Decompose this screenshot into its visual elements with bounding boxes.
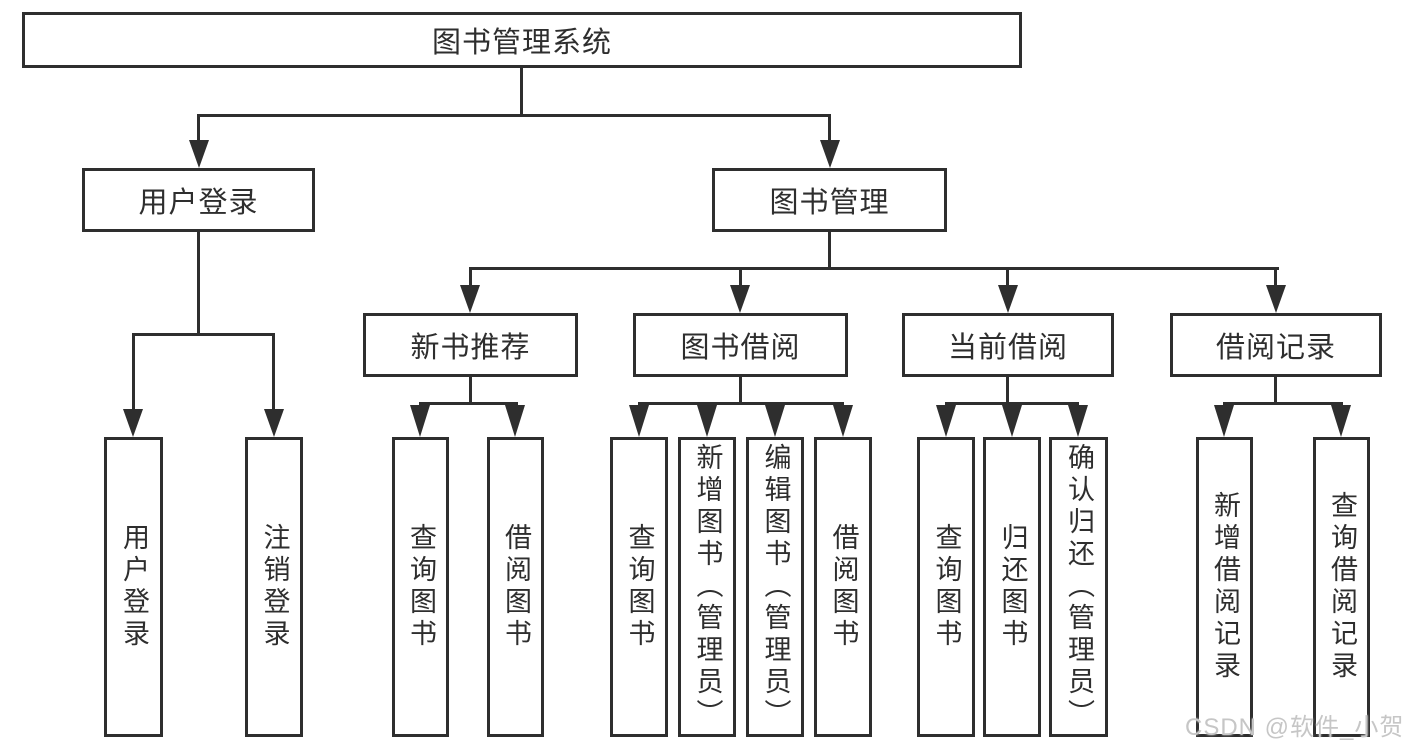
- arrow-down-icon: [697, 405, 717, 437]
- connector-line: [469, 377, 472, 404]
- leaf-add-borrow-record: 新增借阅记录: [1196, 437, 1253, 737]
- connector-line: [1223, 402, 1343, 405]
- leaf-label: 用户登录: [119, 523, 149, 651]
- connector-line: [197, 232, 200, 336]
- node-current-borrowing: 当前借阅: [902, 313, 1114, 377]
- arrow-down-icon: [730, 285, 750, 313]
- leaf-borrow-books-recommend: 借阅图书: [487, 437, 544, 737]
- leaf-confirm-return-admin: 确认归还（管理员）: [1049, 437, 1108, 737]
- arrow-down-icon: [505, 405, 525, 437]
- connector-line: [197, 114, 831, 117]
- leaf-return-books: 归还图书: [983, 437, 1041, 737]
- connector-line: [739, 377, 742, 404]
- arrow-down-icon: [820, 140, 840, 168]
- node-book-management-branch: 图书管理: [712, 168, 947, 232]
- connector-line: [197, 114, 200, 142]
- watermark-text: CSDN @软件_小贺同学: [1185, 714, 1405, 741]
- connector-line: [132, 333, 135, 411]
- leaf-query-borrow-record: 查询借阅记录: [1313, 437, 1370, 737]
- connector-line: [739, 267, 742, 287]
- connector-line: [1006, 377, 1009, 404]
- leaf-label: 新增图书（管理员）: [692, 443, 723, 731]
- leaf-borrow-books-borrowing: 借阅图书: [814, 437, 872, 737]
- leaf-label: 编辑图书（管理员）: [760, 443, 791, 731]
- leaf-label: 查询图书: [624, 523, 655, 651]
- connector-line: [133, 333, 275, 336]
- arrow-down-icon: [998, 285, 1018, 313]
- arrow-down-icon: [123, 409, 143, 437]
- leaf-label: 新增借阅记录: [1210, 491, 1240, 683]
- arrow-down-icon: [410, 405, 430, 437]
- leaf-add-book-admin: 新增图书（管理员）: [678, 437, 736, 737]
- leaf-logout: 注销登录: [245, 437, 303, 737]
- arrow-down-icon: [629, 405, 649, 437]
- leaf-query-books-recommend: 查询图书: [392, 437, 449, 737]
- node-root: 图书管理系统: [22, 12, 1022, 68]
- connector-line: [1274, 267, 1277, 287]
- connector-line: [520, 68, 523, 116]
- arrow-down-icon: [833, 405, 853, 437]
- leaf-query-books-borrowing: 查询图书: [610, 437, 668, 737]
- node-user-login-branch: 用户登录: [82, 168, 315, 232]
- connector-line: [1274, 377, 1277, 404]
- leaf-label: 归还图书: [997, 523, 1028, 651]
- node-new-book-recommend: 新书推荐: [363, 313, 578, 377]
- connector-line: [638, 402, 844, 405]
- connector-line: [272, 333, 275, 411]
- arrow-down-icon: [1331, 405, 1351, 437]
- leaf-label: 查询图书: [931, 523, 962, 651]
- leaf-label: 注销登录: [259, 523, 290, 651]
- node-borrowing-records: 借阅记录: [1170, 313, 1382, 377]
- connector-line: [419, 402, 518, 405]
- arrow-down-icon: [1068, 405, 1088, 437]
- connector-line: [828, 232, 831, 270]
- connector-line: [469, 267, 1279, 270]
- leaf-query-books-current: 查询图书: [917, 437, 975, 737]
- arrow-down-icon: [1214, 405, 1234, 437]
- arrow-down-icon: [765, 405, 785, 437]
- leaf-label: 查询借阅记录: [1327, 491, 1357, 683]
- connector-line: [469, 267, 472, 287]
- connector-line: [828, 114, 831, 142]
- leaf-edit-book-admin: 编辑图书（管理员）: [746, 437, 804, 737]
- arrow-down-icon: [189, 140, 209, 168]
- leaf-label: 借阅图书: [828, 523, 859, 651]
- connector-line: [1006, 267, 1009, 287]
- arrow-down-icon: [460, 285, 480, 313]
- leaf-label: 查询图书: [406, 523, 436, 651]
- arrow-down-icon: [264, 409, 284, 437]
- node-book-borrowing: 图书借阅: [633, 313, 848, 377]
- arrow-down-icon: [936, 405, 956, 437]
- leaf-label: 借阅图书: [501, 523, 531, 651]
- leaf-user-login: 用户登录: [104, 437, 163, 737]
- arrow-down-icon: [1266, 285, 1286, 313]
- leaf-label: 确认归还（管理员）: [1064, 443, 1094, 731]
- connector-line: [945, 402, 1079, 405]
- arrow-down-icon: [1002, 405, 1022, 437]
